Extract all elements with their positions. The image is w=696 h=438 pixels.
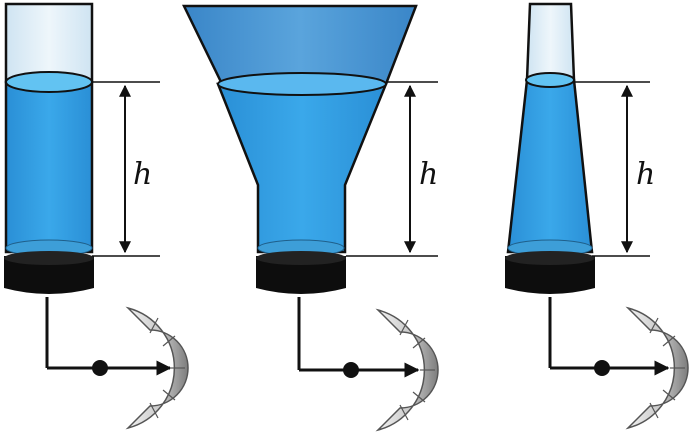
gauge-ticks-3: [649, 317, 685, 419]
gauge-ticks-1: [149, 317, 185, 419]
height-markers: [92, 81, 650, 257]
pressure-gauge-1: [45, 297, 189, 430]
cylinder-base: [4, 256, 94, 294]
funnel-water-surface: [217, 72, 387, 96]
pressure-gauge-2: [297, 297, 439, 432]
funnel-base-top: [256, 251, 346, 265]
gauge-pivot-3: [594, 360, 610, 376]
gauge-ticks-2: [399, 319, 435, 421]
tube-water-surface: [525, 72, 575, 88]
funnel-base: [256, 256, 346, 294]
cylinder-base-top: [4, 251, 94, 265]
tube-base: [505, 256, 595, 294]
gauge-pivot-1: [92, 360, 108, 376]
cylinder-water: [4, 80, 94, 254]
vessel-funnel: [182, 4, 418, 294]
vessel-cylinder: [4, 2, 94, 294]
tube-base-top: [505, 251, 595, 265]
vessel-narrowing-tube: [505, 2, 595, 294]
cylinder-water-surface: [5, 71, 93, 93]
tube-glass: [525, 2, 576, 82]
tube-water: [506, 78, 594, 254]
gauge-pivot-2: [343, 362, 359, 378]
pressure-gauge-3: [548, 297, 689, 430]
height-label-2: h: [419, 157, 438, 192]
cylinder-glass: [4, 2, 94, 84]
height-label-3: h: [636, 157, 655, 192]
height-label-1: h: [133, 157, 152, 192]
funnel-water: [216, 82, 388, 254]
